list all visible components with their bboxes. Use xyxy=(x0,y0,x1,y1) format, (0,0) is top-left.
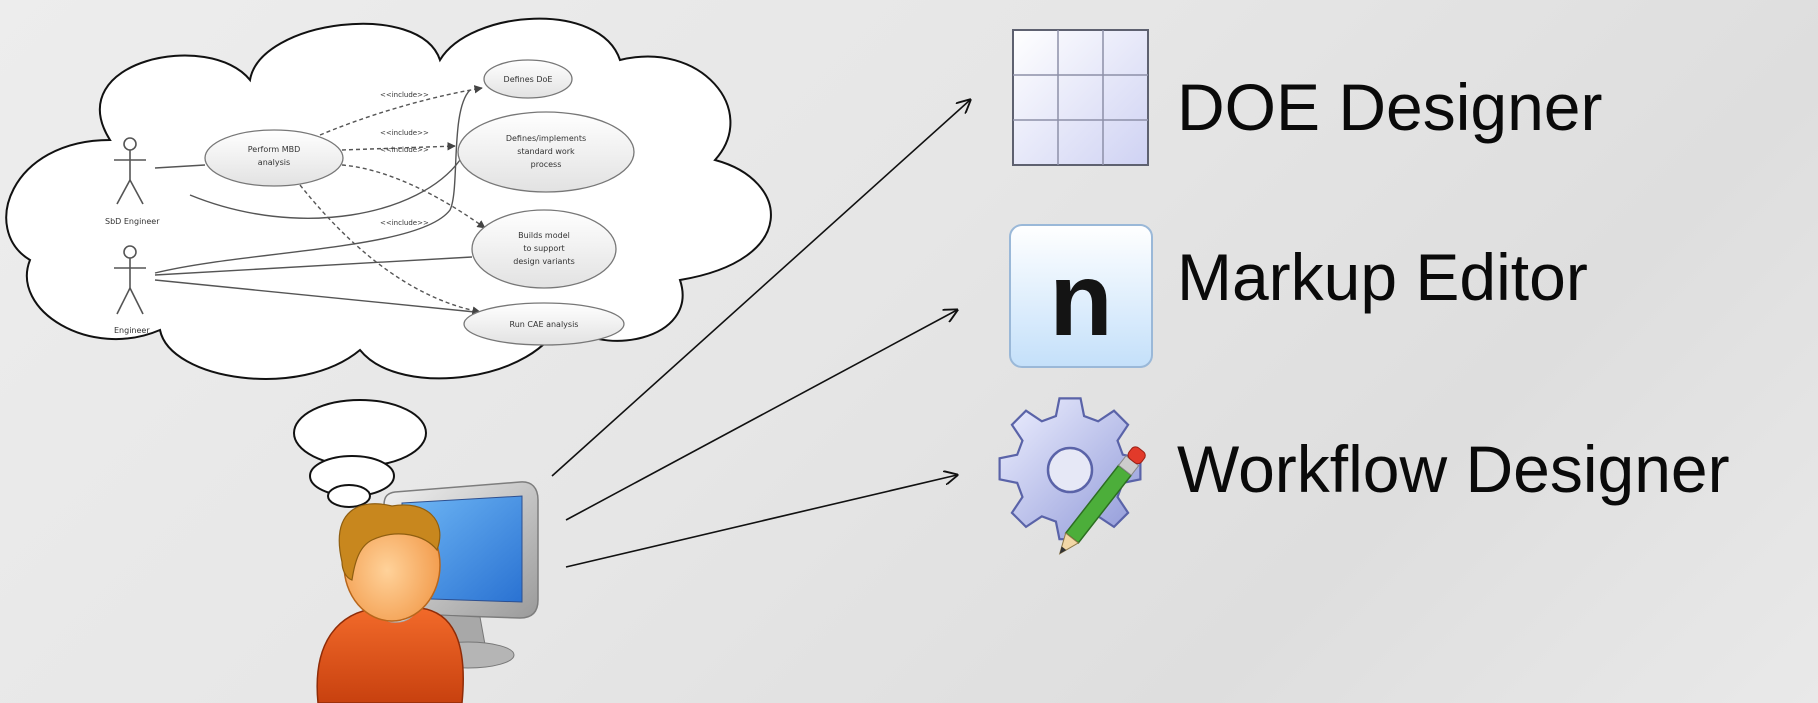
arrow-to-workflow-designer xyxy=(565,475,957,568)
include-label: <<include>> xyxy=(380,146,429,154)
include-label: <<include>> xyxy=(380,219,429,227)
arrow-to-markup-editor xyxy=(565,310,957,521)
use-case-defines-doe xyxy=(483,59,573,99)
thought-cloud xyxy=(5,17,772,508)
include-label: <<include>> xyxy=(380,129,429,137)
include-labels: <<include>> <<include>> <<include>> <<in… xyxy=(380,91,429,227)
use-case-ellipses xyxy=(204,59,635,346)
user-at-computer-icon xyxy=(316,481,539,703)
actor-label: SbD Engineer xyxy=(105,217,160,226)
tool-arrows xyxy=(551,100,970,568)
use-case-perform-mbd xyxy=(204,129,344,187)
tool-label-markup-editor: Markup Editor xyxy=(1177,240,1588,314)
gear-pencil-icon xyxy=(998,397,1146,555)
svg-text:to support: to support xyxy=(523,244,564,253)
actor-sbd-engineer xyxy=(114,137,146,205)
tool-label-doe-designer: DOE Designer xyxy=(1177,70,1603,144)
grid-table-icon xyxy=(1012,29,1149,166)
actor-engineer xyxy=(114,245,146,315)
actor-label: Engineer xyxy=(114,326,150,335)
svg-text:analysis: analysis xyxy=(258,158,290,167)
svg-text:standard work: standard work xyxy=(517,147,575,156)
svg-text:process: process xyxy=(531,160,562,169)
arrow-to-doe-designer xyxy=(551,100,970,477)
svg-text:design variants: design variants xyxy=(513,257,575,266)
svg-text:Perform MBD: Perform MBD xyxy=(248,145,301,154)
use-case-diagram xyxy=(154,85,486,315)
n-letter-icon: n xyxy=(1009,224,1153,368)
use-case-run-cae xyxy=(463,302,625,346)
use-case-builds-model xyxy=(471,209,617,289)
include-label: <<include>> xyxy=(380,91,429,99)
use-case-standard-work xyxy=(457,111,635,193)
svg-text:n: n xyxy=(1049,242,1113,358)
tool-label-workflow-designer: Workflow Designer xyxy=(1177,432,1730,506)
svg-text:Builds model: Builds model xyxy=(518,231,570,240)
svg-text:Defines/implements: Defines/implements xyxy=(506,134,586,143)
svg-text:Run CAE analysis: Run CAE analysis xyxy=(510,320,579,329)
use-case-labels: Perform MBD analysis Defines DoE Defines… xyxy=(248,75,586,329)
svg-text:Defines DoE: Defines DoE xyxy=(504,75,553,84)
